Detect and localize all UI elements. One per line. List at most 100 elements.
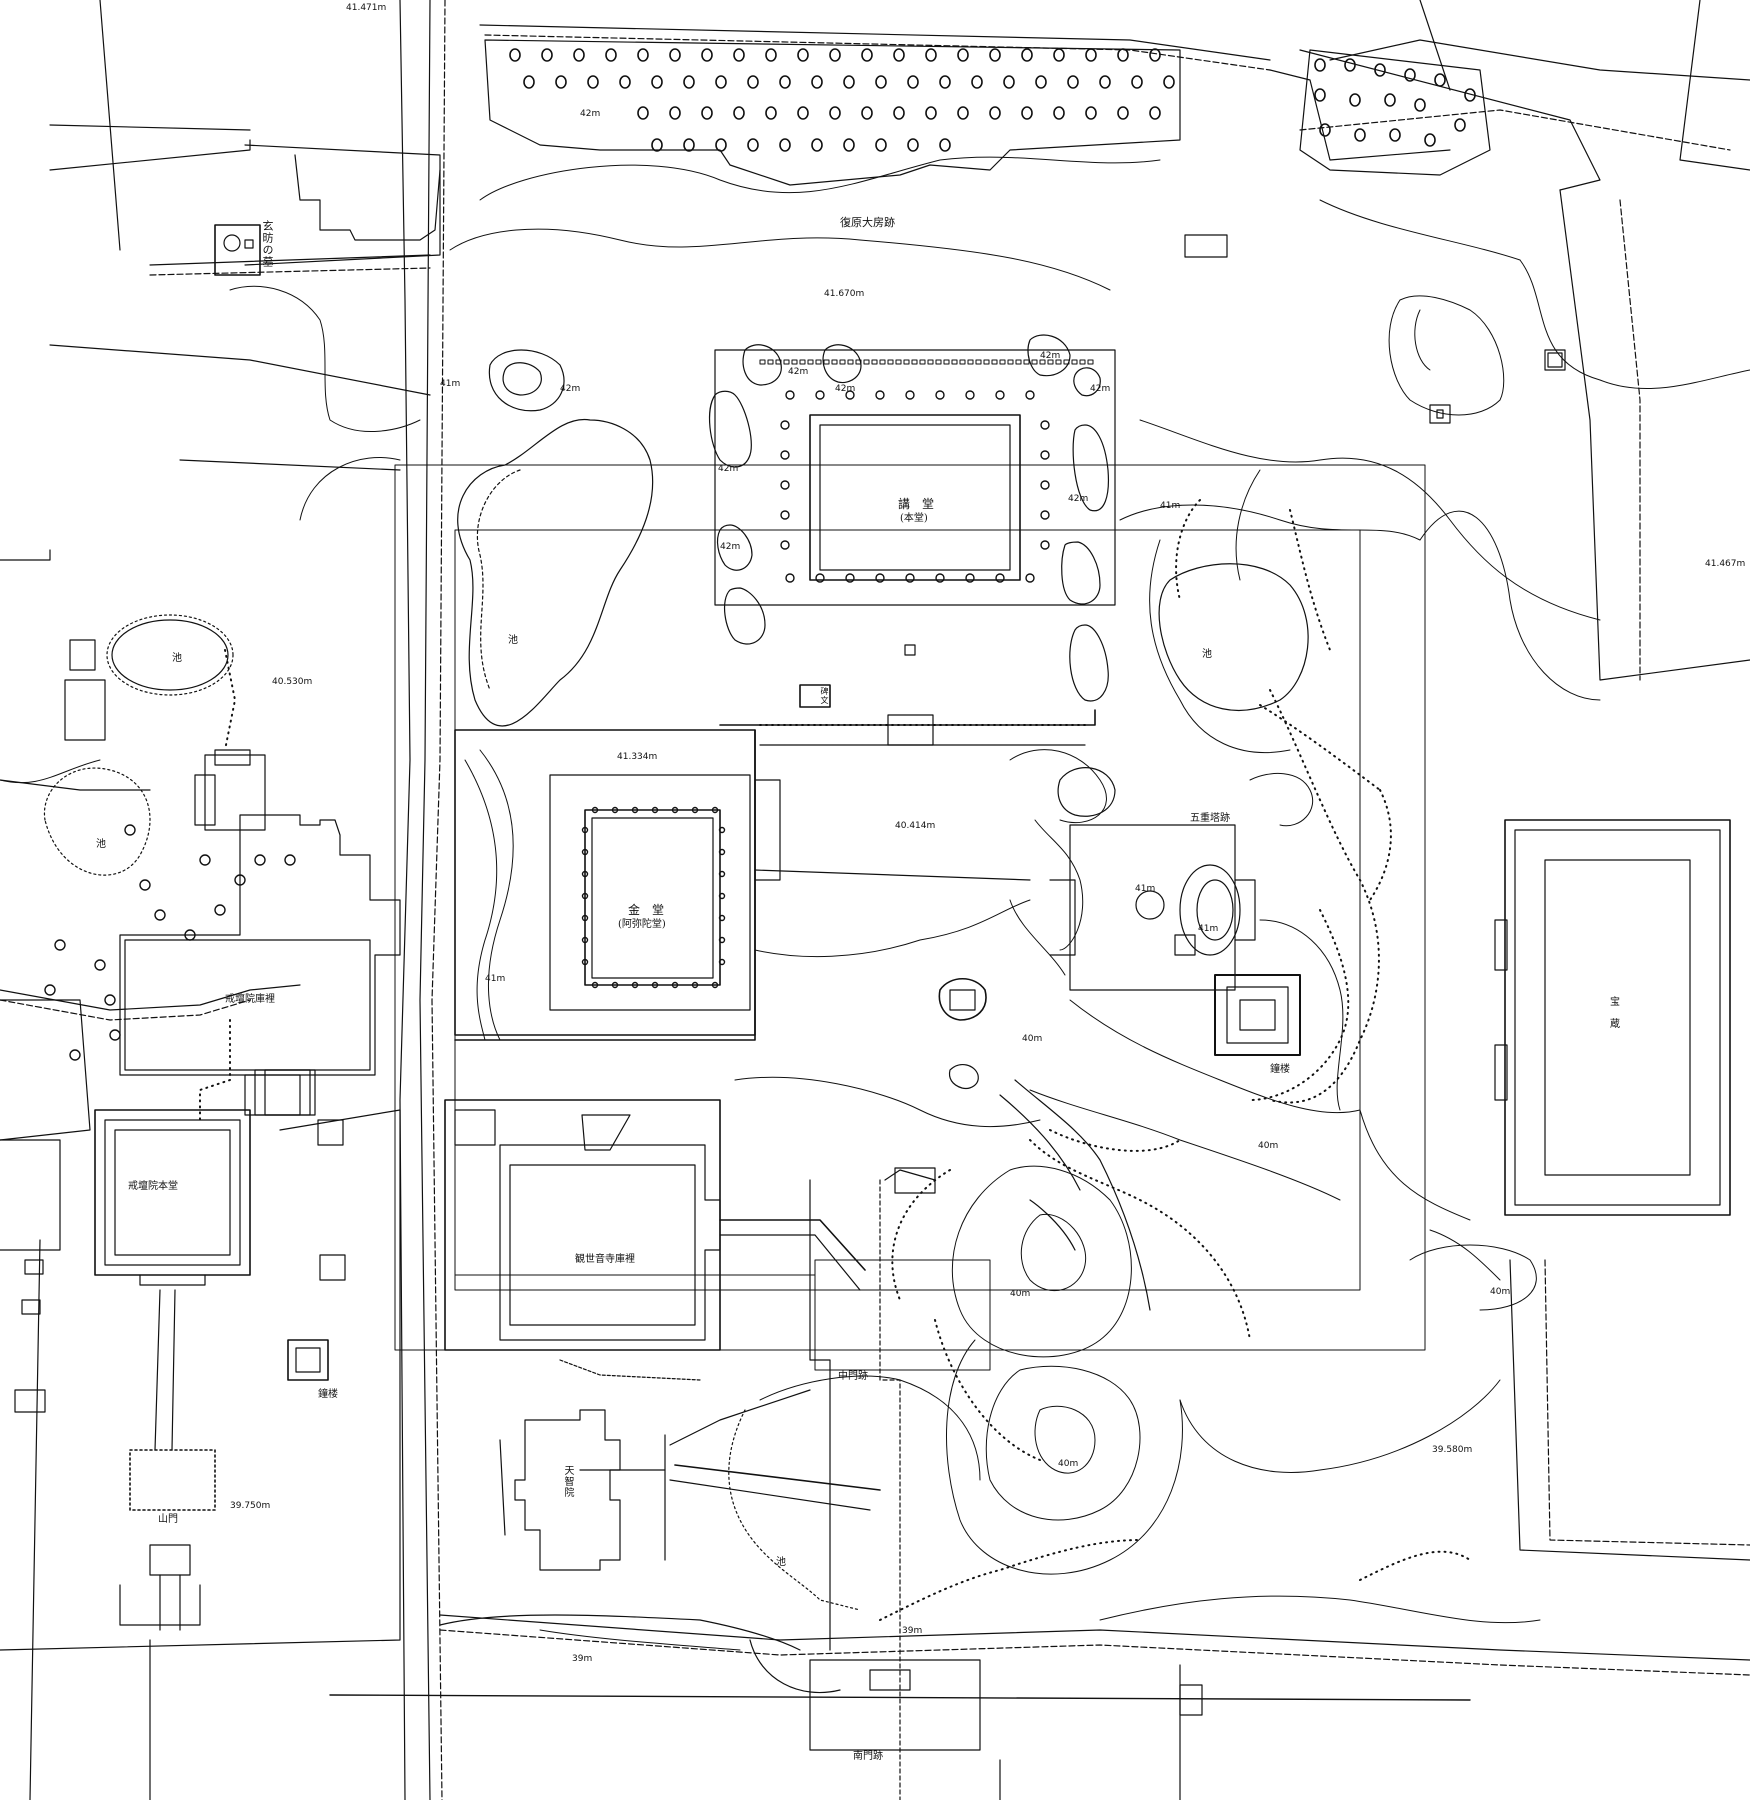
- foundation-stone: [711, 806, 719, 814]
- tree-symbol: [989, 106, 1001, 120]
- tree-symbol: [1053, 48, 1065, 62]
- foundation-stone: [591, 806, 599, 814]
- contour-42-d: 42m: [1040, 351, 1061, 361]
- foundation-stone: [995, 390, 1005, 400]
- foundation-stone: [780, 420, 790, 430]
- edge-stone: [1039, 359, 1046, 365]
- treasure-house: [1494, 819, 1731, 1216]
- tree-symbol: [1021, 106, 1033, 120]
- tree-symbol: [907, 75, 919, 89]
- tree-symbol: [1384, 93, 1396, 107]
- tree-symbol: [637, 48, 649, 62]
- tree-symbol: [1085, 106, 1097, 120]
- edge-stone: [823, 359, 830, 365]
- foundation-stone: [780, 540, 790, 550]
- tree-symbol: [1131, 75, 1143, 89]
- label-pond-upperleft: 池: [508, 635, 518, 646]
- edge-stone: [1047, 359, 1054, 365]
- foundation-stone: [109, 1029, 121, 1041]
- tree-symbol: [829, 106, 841, 120]
- edge-stone: [999, 359, 1006, 365]
- tree-symbol: [747, 75, 759, 89]
- tree-symbol: [1424, 133, 1436, 147]
- contour-41-c: 41m: [485, 974, 506, 984]
- kanzeonji-kuri: [444, 1099, 866, 1381]
- label-hozo-1: 宝: [1610, 997, 1620, 1008]
- foundation-stone: [631, 981, 639, 989]
- edge-stone: [1087, 359, 1094, 365]
- tree-symbol: [1354, 128, 1366, 142]
- tree-symbol: [1117, 48, 1129, 62]
- tree-symbol: [637, 106, 649, 120]
- contour-40-c: 40m: [1010, 1289, 1031, 1299]
- tree-symbol: [733, 106, 745, 120]
- contour-40-b: 40m: [1258, 1141, 1279, 1151]
- label-pond-kaidan: 池: [172, 653, 182, 664]
- tree-symbol: [861, 48, 873, 62]
- grove-area: [484, 39, 1491, 186]
- foundation-stone: [581, 848, 589, 856]
- contour-41-d: 41m: [1135, 884, 1156, 894]
- foundation-stone: [581, 892, 589, 900]
- foundation-stone: [284, 854, 296, 866]
- edge-stone: [887, 359, 894, 365]
- tree-symbol: [1344, 58, 1356, 72]
- tree-symbol: [1434, 73, 1446, 87]
- edge-stone: [863, 359, 870, 365]
- tree-symbol: [1314, 58, 1326, 72]
- contour-40-a: 40m: [1022, 1034, 1043, 1044]
- tree-symbol: [765, 106, 777, 120]
- tree-symbol: [939, 138, 951, 152]
- label-hibun: 碑文: [820, 687, 829, 705]
- tree-symbol: [925, 106, 937, 120]
- foundation-stone: [845, 573, 855, 583]
- foundation-stone: [581, 936, 589, 944]
- edge-stone: [1007, 359, 1014, 365]
- contour-39-a: 39m: [902, 1626, 923, 1636]
- foundation-stone: [785, 390, 795, 400]
- tree-symbol: [1035, 75, 1047, 89]
- edge-stone: [815, 359, 822, 365]
- tree-symbol: [797, 48, 809, 62]
- kodo-building: [714, 349, 1116, 606]
- edge-stone: [839, 359, 846, 365]
- ponds: [43, 418, 1309, 1694]
- label-kanzeonji-kuri: 観世音寺庫裡: [575, 1254, 635, 1265]
- edge-stone: [791, 359, 798, 365]
- foundation-stone: [671, 981, 679, 989]
- edge-stone: [1055, 359, 1062, 365]
- foundation-stone: [718, 826, 726, 834]
- label-kodo: 講 堂: [898, 497, 935, 511]
- tree-symbol: [619, 75, 631, 89]
- tree-symbol: [1099, 75, 1111, 89]
- tree-symbol: [747, 138, 759, 152]
- foundation-stone: [785, 573, 795, 583]
- elev-6: 41.467m: [1705, 559, 1746, 569]
- tree-symbol: [779, 75, 791, 89]
- edge-stone: [831, 359, 838, 365]
- foundation-stone: [651, 981, 659, 989]
- foundation-stone: [845, 390, 855, 400]
- tree-symbol: [733, 48, 745, 62]
- foundation-stone: [718, 892, 726, 900]
- tree-symbol: [875, 138, 887, 152]
- foundation-stone: [104, 994, 116, 1006]
- foundation-stone: [935, 573, 945, 583]
- label-fukugen-daibo: 復原大房跡: [840, 216, 895, 229]
- foundation-stone: [591, 981, 599, 989]
- tree-symbol: [1389, 128, 1401, 142]
- edge-stone: [967, 359, 974, 365]
- label-kaidanin-kuri: 戒壇院庫裡: [225, 994, 275, 1005]
- foundation-stone: [780, 510, 790, 520]
- label-kondo-sub: (阿弥陀堂): [618, 919, 666, 930]
- tree-symbol: [971, 75, 983, 89]
- tree-symbol: [893, 106, 905, 120]
- edge-stone: [959, 359, 966, 365]
- contour-42-b: 42m: [788, 367, 809, 377]
- foundation-stone: [875, 573, 885, 583]
- tree-symbol: [651, 75, 663, 89]
- edge-stone: [783, 359, 790, 365]
- label-gembo-tomb: 玄昉の墓: [261, 220, 274, 268]
- edge-stone: [895, 359, 902, 365]
